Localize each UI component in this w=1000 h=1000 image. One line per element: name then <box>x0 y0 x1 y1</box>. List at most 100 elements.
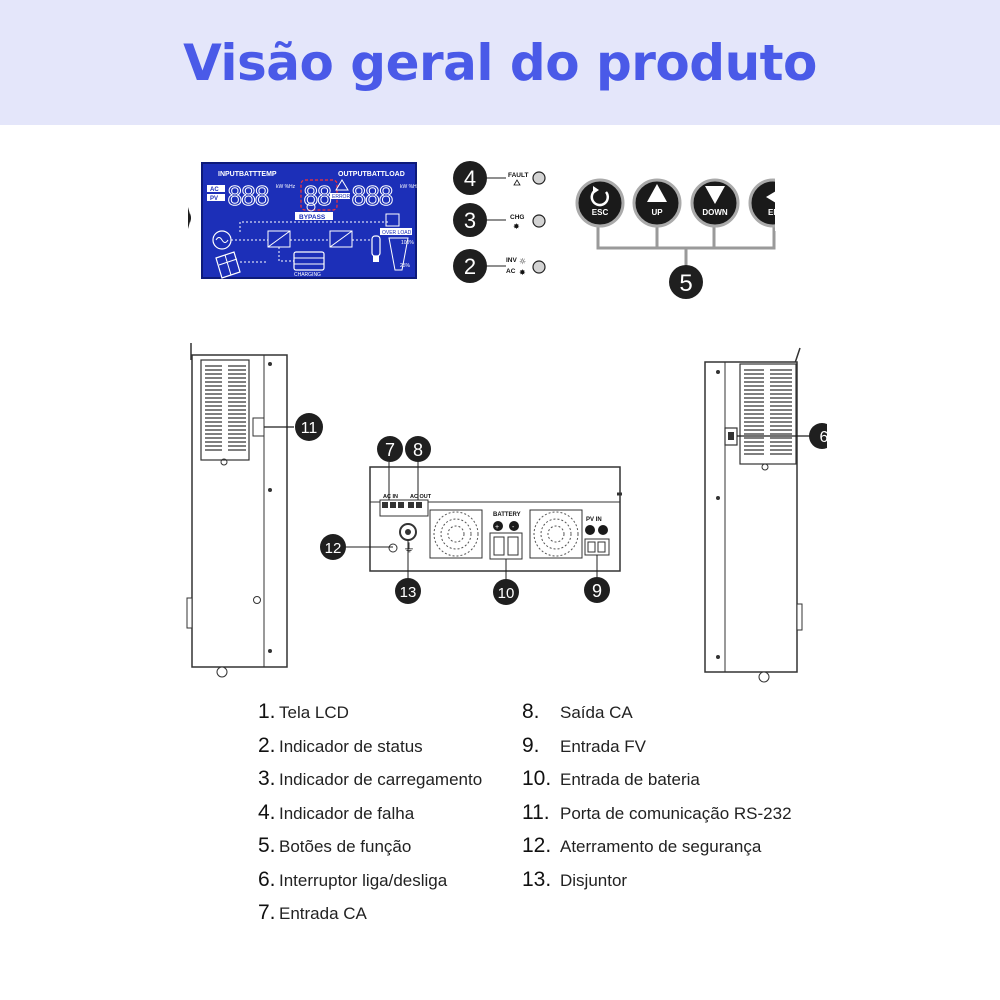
lcd-load-bar <box>388 237 409 271</box>
svg-text:UP: UP <box>651 208 663 217</box>
legend-number: 12. <box>522 834 552 857</box>
legend-number: 3. <box>258 767 276 790</box>
esc-icon <box>590 188 609 207</box>
pv-terminal <box>584 538 610 556</box>
chg-star-icon: ✸ <box>513 222 520 231</box>
lcd-screen: INPUTBATTTEMP OUTPUTBATTLOAD AC PV 888 k… <box>201 162 420 279</box>
bottom-view: AC IN AC OUT ⏚ BATTERY + - <box>320 436 622 605</box>
legend-label: Porta de comunicação RS-232 <box>560 803 792 823</box>
callout-5 <box>669 265 703 299</box>
legend-item: 4.Indicador de falha <box>258 801 482 835</box>
ac-out-label: AC OUT <box>410 494 432 500</box>
legend-right: 8. Saída CA 9. Entrada FV 10.Entrada de ba… <box>522 700 792 901</box>
svg-text:5: 5 <box>679 270 692 297</box>
svg-text:7: 7 <box>385 440 395 460</box>
fan-right <box>529 509 583 559</box>
legend-label: Entrada FV <box>560 736 646 756</box>
battery-terminal <box>489 532 523 560</box>
lcd-charging: CHARGING <box>294 272 321 278</box>
led-fault-label: FAULT <box>508 172 528 179</box>
svg-text:ESC: ESC <box>592 208 609 217</box>
page-title: Visão geral do produto <box>183 33 817 92</box>
callout-2 <box>453 249 487 283</box>
lcd-units-left: kW %Hz <box>276 184 296 190</box>
lcd-error: ERROR <box>332 194 350 200</box>
legend-label: Entrada CA <box>279 904 367 923</box>
header-banner: Visão geral do produto <box>0 0 1000 125</box>
svg-text:11: 11 <box>301 420 318 437</box>
led-status <box>532 260 546 274</box>
svg-text:10: 10 <box>498 585 515 602</box>
lcd-clock-icon <box>306 202 316 212</box>
led-chg-label: CHG <box>510 214 524 221</box>
up-button[interactable]: UP <box>632 178 682 228</box>
rs232-port <box>252 417 265 437</box>
pv-in-label: PV IN <box>586 517 602 523</box>
svg-text:-: - <box>512 524 515 531</box>
lcd-pct-25: 25% <box>400 263 411 269</box>
legend-label: Tela LCD <box>279 703 349 722</box>
legend-number: 10. <box>522 767 552 790</box>
callout-9 <box>584 577 610 603</box>
legend-label: Indicador de status <box>279 736 423 756</box>
legend-label: Aterramento de segurança <box>560 837 762 856</box>
led-inv-label: INV <box>506 257 518 264</box>
legend-item: 10.Entrada de bateria <box>522 767 792 801</box>
legend-number: 8. <box>522 700 540 723</box>
enter-arrow-icon <box>766 191 776 203</box>
down-arrow-icon <box>705 186 725 204</box>
lcd-solar-icon <box>215 251 241 279</box>
legend-item: 11.Porta de comunicação RS-232 <box>522 801 792 835</box>
fault-warning-icon <box>513 179 521 186</box>
lcd-bypass: BYPASS <box>299 214 326 221</box>
callout-8 <box>405 436 431 462</box>
legend-item: 9. Entrada FV <box>522 734 792 768</box>
lcd-pct-100: 100% <box>401 240 414 246</box>
legend-item: 13.Disjuntor <box>522 868 792 902</box>
callout-1: 1 <box>160 205 191 231</box>
lcd-output-header: OUTPUTBATTLOAD <box>338 171 405 178</box>
lcd-tag-pv: PV <box>210 196 218 202</box>
lcd-bulb-icon <box>371 235 381 262</box>
down-button[interactable]: DOWN <box>690 178 740 228</box>
esc-button[interactable]: ESC <box>575 178 625 228</box>
callout-3 <box>453 203 487 237</box>
legend-number: 2. <box>258 733 276 757</box>
legend-number: 5. <box>258 834 276 857</box>
legend-number: 7. <box>258 901 276 924</box>
led-chg <box>532 214 546 228</box>
legend-label: Botões de função <box>279 837 412 856</box>
svg-text:+: + <box>495 524 499 531</box>
svg-text:4: 4 <box>464 166 476 191</box>
legend-item: 2.Indicador de status <box>258 734 482 768</box>
ac-in-label: AC IN <box>383 494 398 500</box>
legend-label: Indicador de carregamento <box>279 770 483 789</box>
ac-star-icon: ✸ <box>519 268 526 277</box>
legend-left: 1.Tela LCD 2.Indicador de status 3.Indic… <box>258 700 482 935</box>
legend-label: Saída CA <box>560 703 633 722</box>
callout-10 <box>493 579 519 605</box>
legend-item: 5.Botões de função <box>258 834 482 868</box>
battery-label: BATTERY <box>493 512 521 518</box>
ground-screw <box>388 543 398 553</box>
callout-13 <box>395 578 421 604</box>
legend-item: 12. Aterramento de segurança <box>522 834 792 868</box>
ground-icon: ⏚ <box>403 541 415 555</box>
legend-item: 7.Entrada CA <box>258 901 482 935</box>
lcd-overload: OVER LOAD <box>382 230 412 236</box>
svg-text:6: 6 <box>820 429 829 446</box>
function-buttons: ESC UP DOWN ENT 5 <box>575 176 805 299</box>
legend-label: Indicador de falha <box>279 803 415 823</box>
led-fault <box>532 171 546 185</box>
callout-12 <box>320 534 346 560</box>
legend-number: 9. <box>522 733 540 757</box>
svg-text:DOWN: DOWN <box>702 208 728 217</box>
svg-text:12: 12 <box>325 540 342 557</box>
lcd-digits-mid: 88 <box>303 182 331 212</box>
led-ac-label: AC <box>506 268 516 275</box>
lcd-digits-left: 888 <box>227 182 268 212</box>
legend-item: 3.Indicador de carregamento <box>258 767 482 801</box>
legend-number: 13. <box>522 867 552 891</box>
callout-4 <box>453 161 487 195</box>
up-arrow-icon <box>647 184 667 202</box>
